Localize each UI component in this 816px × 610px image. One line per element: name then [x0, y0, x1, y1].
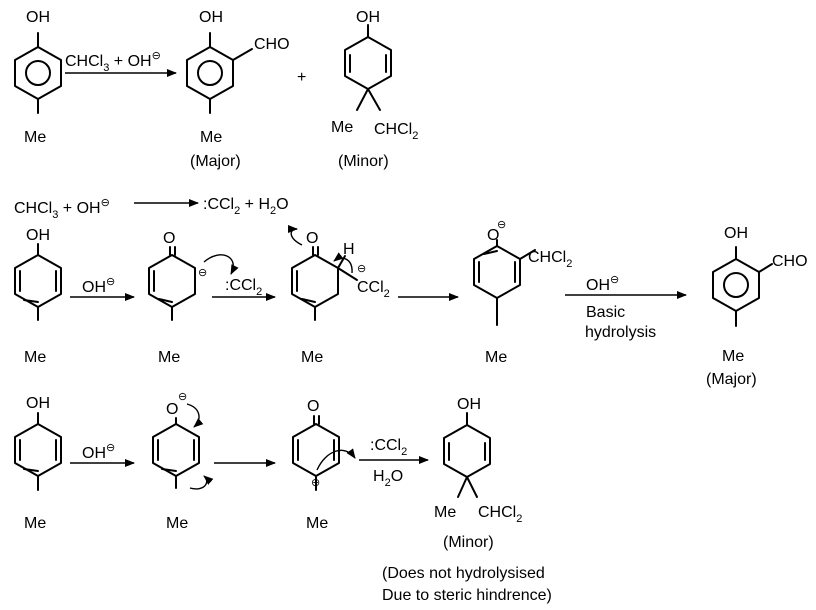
svg-text:⊖: ⊖ [178, 391, 187, 403]
svg-text:CHCl3 + OH⊖: CHCl3 + OH⊖ [65, 50, 161, 74]
major-label: (Major) [190, 153, 241, 170]
minor-label: (Minor) [443, 534, 494, 551]
hydrogen-label: H [343, 241, 355, 258]
row1-minor-product: OH Me CHCl2 (Minor) [331, 9, 418, 170]
row2-step2: :CCl2 [212, 277, 276, 301]
phenoxide-oxygen: O [166, 401, 178, 418]
row3-dienone-anion: O ⊖ Me [292, 398, 356, 532]
row2-dienone-anion: O ⊖ Me [148, 230, 239, 366]
hydroxyl-label: OH [26, 395, 50, 412]
methyl-label: Me [166, 515, 188, 532]
svg-text:⊖: ⊖ [357, 263, 366, 275]
svg-text:OH⊖: OH⊖ [586, 274, 619, 294]
row3-p-cresol: OH Me [14, 395, 62, 532]
row2-p-cresol: OH Me [14, 227, 62, 366]
methyl-label: Me [301, 349, 323, 366]
svg-text:OH⊖: OH⊖ [82, 442, 115, 462]
svg-text:CCl2: CCl2 [357, 279, 390, 300]
methyl-label: Me [24, 515, 46, 532]
major-label: (Major) [706, 371, 757, 388]
svg-text:hydrolysis: hydrolysis [585, 324, 656, 341]
methyl-label: Me [331, 119, 353, 136]
row2-intermediate: O H ⊖ CCl2 Me [287, 225, 390, 366]
hydroxyl-label: OH [26, 9, 50, 26]
hydroxyl-label: OH [26, 227, 50, 244]
row2-step4: OH⊖ Basic hydrolysis [565, 274, 687, 341]
methyl-label: Me [722, 348, 744, 365]
svg-text:CHCl2: CHCl2 [374, 121, 418, 142]
methyl-label: Me [306, 515, 328, 532]
minor-label: (Minor) [338, 153, 389, 170]
carbene-equation: CHCl3 + OH⊖ :CCl2 + H2O [14, 196, 289, 221]
svg-text:OH⊖: OH⊖ [82, 276, 115, 296]
methyl-label: Me [24, 349, 46, 366]
svg-text:H2O: H2O [373, 468, 403, 489]
aldehyde-label: CHO [254, 36, 290, 53]
methyl-label: Me [158, 349, 180, 366]
hydroxyl-label: OH [457, 396, 481, 413]
svg-text:⊖: ⊖ [198, 267, 207, 279]
svg-text::CCl2: :CCl2 [225, 277, 262, 298]
note-line-1: (Does not hydrolysised [382, 565, 545, 582]
row3-step1: OH⊖ [70, 442, 135, 467]
svg-text:⊖: ⊖ [311, 477, 320, 489]
row2-major-product: OH CHO Me (Major) [706, 225, 808, 388]
row1-p-cresol: OH Me [14, 9, 62, 146]
svg-text:CHCl3 + OH⊖: CHCl3 + OH⊖ [14, 197, 110, 221]
hydroxyl-label: OH [356, 9, 380, 26]
row1-major-product: OH CHO Me (Major) [186, 9, 290, 170]
note-line-2: Due to steric hindrence) [382, 587, 552, 604]
svg-text:CHCl2: CHCl2 [478, 504, 522, 525]
carbonyl-oxygen: O [307, 398, 319, 415]
methyl-label: Me [434, 504, 456, 521]
row3-step3: :CCl2 H2O [359, 437, 429, 489]
aldehyde-label: CHO [772, 253, 808, 270]
phenoxide-oxygen: O [487, 227, 499, 244]
methyl-label: Me [24, 129, 46, 146]
svg-text:⊖: ⊖ [497, 219, 506, 231]
hydroxyl-label: OH [724, 225, 748, 242]
svg-text:Basic: Basic [586, 304, 625, 321]
svg-text::CCl2: :CCl2 [370, 437, 407, 458]
methyl-label: Me [485, 349, 507, 366]
row3-minor-product: OH Me CHCl2 (Minor) (Does not hydrolysis… [382, 396, 552, 604]
svg-text::CCl2 + H2O: :CCl2 + H2O [203, 196, 289, 217]
svg-text:CHCl2: CHCl2 [528, 249, 572, 270]
row2-step1: OH⊖ [70, 276, 135, 301]
hydroxyl-label: OH [199, 9, 223, 26]
row1-reagent: CHCl3 + OH⊖ [65, 50, 177, 77]
carbonyl-oxygen: O [163, 230, 175, 247]
carbonyl-oxygen: O [306, 230, 318, 247]
plus-sign: + [297, 69, 306, 86]
methyl-label: Me [200, 129, 222, 146]
row3-phenoxide: O ⊖ Me [152, 391, 214, 532]
row2-phenoxide: O ⊖ CHCl2 Me [473, 219, 572, 366]
